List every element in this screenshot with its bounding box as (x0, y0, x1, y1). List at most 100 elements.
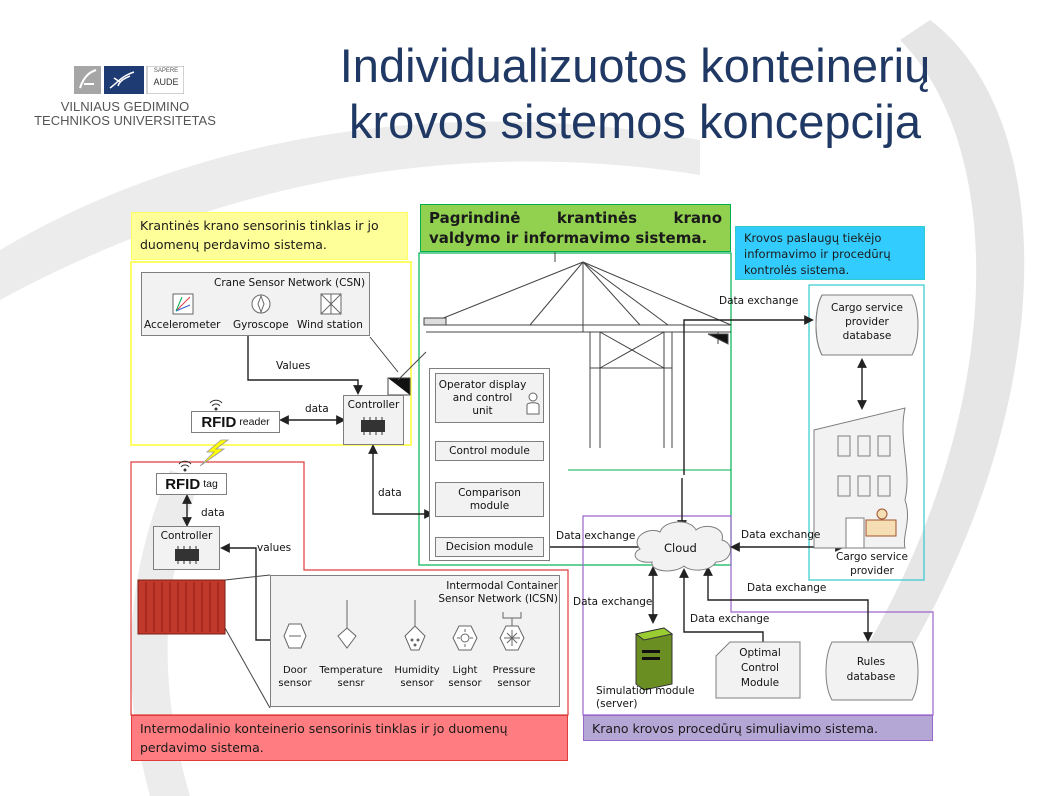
temperature-sensor-icon (337, 600, 357, 649)
icsn-title: Intermodal Container Sensor Network (ICS… (420, 580, 558, 606)
crane-sensor-marker (388, 378, 410, 395)
simulation-module-label: Simulation module (server) (596, 685, 710, 711)
rfid-tag-sub: tag (203, 478, 218, 490)
optimal-control-label: Optimal Control Module (720, 646, 800, 691)
data-exchange-label-1: Data exchange (719, 295, 799, 307)
university-logo: SAPERE AUDE VILNIAUS GEDIMINO TECHNIKOS … (20, 66, 230, 136)
values-bottom-label: values (257, 542, 292, 554)
green-to-cargo-db-arrow (683, 315, 814, 475)
wind-station-icon (320, 293, 342, 315)
rfid-reader-sub: reader (239, 416, 270, 428)
cloud-shape (634, 521, 731, 572)
optimal-line-2: Control (741, 662, 779, 674)
note-red: Intermodalinio konteinerio sensorinis ti… (131, 715, 568, 761)
temperature-sensor-label: Temperature sensr (314, 664, 388, 690)
pressure-sensor-line-2: sensor (497, 678, 531, 689)
slide-title-line-1: Individualizuotos konteinerių (339, 39, 931, 92)
optimal-shape (715, 641, 801, 699)
cargo-db-line-2: provider (845, 316, 889, 328)
pressure-sensor-label: Pressure sensor (486, 664, 542, 690)
data-exchange-label-6: Data exchange (690, 613, 770, 625)
wireless-bolt (199, 439, 230, 467)
door-sensor-label: Door sensor (270, 664, 320, 690)
logo-emblem-icon (74, 66, 184, 94)
logo-badge-bottom: AUDE (153, 77, 179, 87)
light-sensor-label: Light sensor (444, 664, 486, 690)
temperature-sensor-line-1: Temperature (319, 665, 383, 676)
pressure-sensor-line-1: Pressure (492, 665, 536, 676)
csn-to-crane-line (369, 336, 399, 373)
container-to-icsn-1 (224, 574, 271, 581)
cargo-db-label: Cargo service provider database (820, 301, 914, 343)
data-top-label: data (305, 403, 329, 415)
comparison-module-box: Comparison module (435, 482, 544, 517)
logo-badge-top: SAPERE (153, 68, 179, 74)
values-bottom-line (220, 543, 270, 641)
building-drawing (813, 407, 909, 549)
rules-db-label: Rules database (826, 655, 916, 685)
pressure-sensor-icon (499, 612, 525, 651)
optimal-to-cloud-arrow (679, 568, 764, 643)
yellow-region-frame (130, 261, 412, 446)
optimal-line-3: Module (740, 677, 780, 689)
wind-station-label: Wind station (297, 319, 363, 331)
slide-title-line-2: krovos sistemos koncepcija (348, 95, 922, 148)
icsn-title-line-1: Intermodal Container (446, 580, 558, 592)
cargo-db-line-3: database (842, 330, 892, 342)
rules-db-shape (825, 641, 919, 701)
control-module-box: Control module (435, 441, 544, 461)
door-sensor-line-2: sensor (278, 678, 312, 689)
container-to-icsn-2 (224, 627, 271, 709)
door-sensor-icon (283, 623, 307, 649)
comparison-line-2: module (469, 499, 510, 512)
rules-line-1: Rules (856, 656, 886, 668)
door-sensor-line-1: Door (282, 665, 308, 676)
light-sensor-line-1: Light (452, 665, 478, 676)
container-drawing (137, 579, 226, 635)
optimal-line-1: Optimal (739, 647, 781, 659)
operator-display-box: Operator display and control unit (435, 373, 544, 423)
operator-line-1: Operator display (438, 378, 527, 391)
operator-line-2: and control (452, 391, 513, 404)
controller-bottom-label: Controller (160, 530, 213, 542)
humidity-sensor-line-2: sensor (400, 678, 434, 689)
rules-line-2: database (846, 671, 896, 683)
comparison-line-1: Comparison (458, 486, 521, 499)
light-sensor-icon (452, 625, 478, 651)
note-purple: Krano krovos procedūrų simuliavimo siste… (583, 715, 933, 741)
server-drawing (634, 627, 674, 691)
values-line (247, 336, 363, 395)
note-cyan: Krovos paslaugų tiekėjo informavimo ir p… (735, 226, 925, 280)
slide-title: Individualizuotos konteinerių krovos sis… (240, 38, 1030, 150)
note-yellow: Krantinės krano sensorinis tinklas ir jo… (131, 212, 408, 260)
gyroscope-label: Gyroscope (233, 319, 289, 331)
crane-drawing (423, 250, 732, 448)
humidity-sensor-label: Humidity sensor (390, 664, 444, 690)
icsn-title-line-2: Sensor Network (ICSN) (438, 593, 558, 605)
cargo-db-line-1: Cargo service (831, 302, 903, 314)
note-green: Pagrindinė krantinės krano valdymo ir in… (420, 204, 731, 252)
logo-line-1: VILNIAUS GEDIMINO (60, 99, 190, 114)
cargo-provider-line-2: provider (850, 565, 894, 577)
data-exchange-label-3: Data exchange (741, 529, 821, 541)
cloud-to-rules-arrow (703, 566, 873, 642)
data-mid-label: data (378, 487, 402, 499)
crane-to-yellow-line (397, 351, 427, 381)
simulation-line-2: (server) (596, 698, 638, 710)
gyroscope-icon (251, 294, 271, 314)
green-region-frame (418, 252, 732, 566)
light-sensor-line-2: sensor (448, 678, 482, 689)
temperature-sensor-line-2: sensr (337, 678, 365, 689)
humidity-sensor-icon (404, 600, 426, 651)
operator-line-3: unit (472, 404, 493, 417)
decision-module-box: Decision module (435, 537, 544, 557)
humidity-sensor-line-1: Humidity (394, 665, 440, 676)
data-exchange-label-5: Data exchange (573, 596, 653, 608)
rfid-tag-main: RFID (165, 475, 201, 493)
rfid-reader-main: RFID (201, 413, 237, 431)
data-exchange-label-4: Data exchange (747, 582, 827, 594)
chip-icon (361, 417, 385, 435)
data-exchange-label-2: Data exchange (556, 530, 636, 542)
chip-bottom-icon (175, 546, 199, 564)
